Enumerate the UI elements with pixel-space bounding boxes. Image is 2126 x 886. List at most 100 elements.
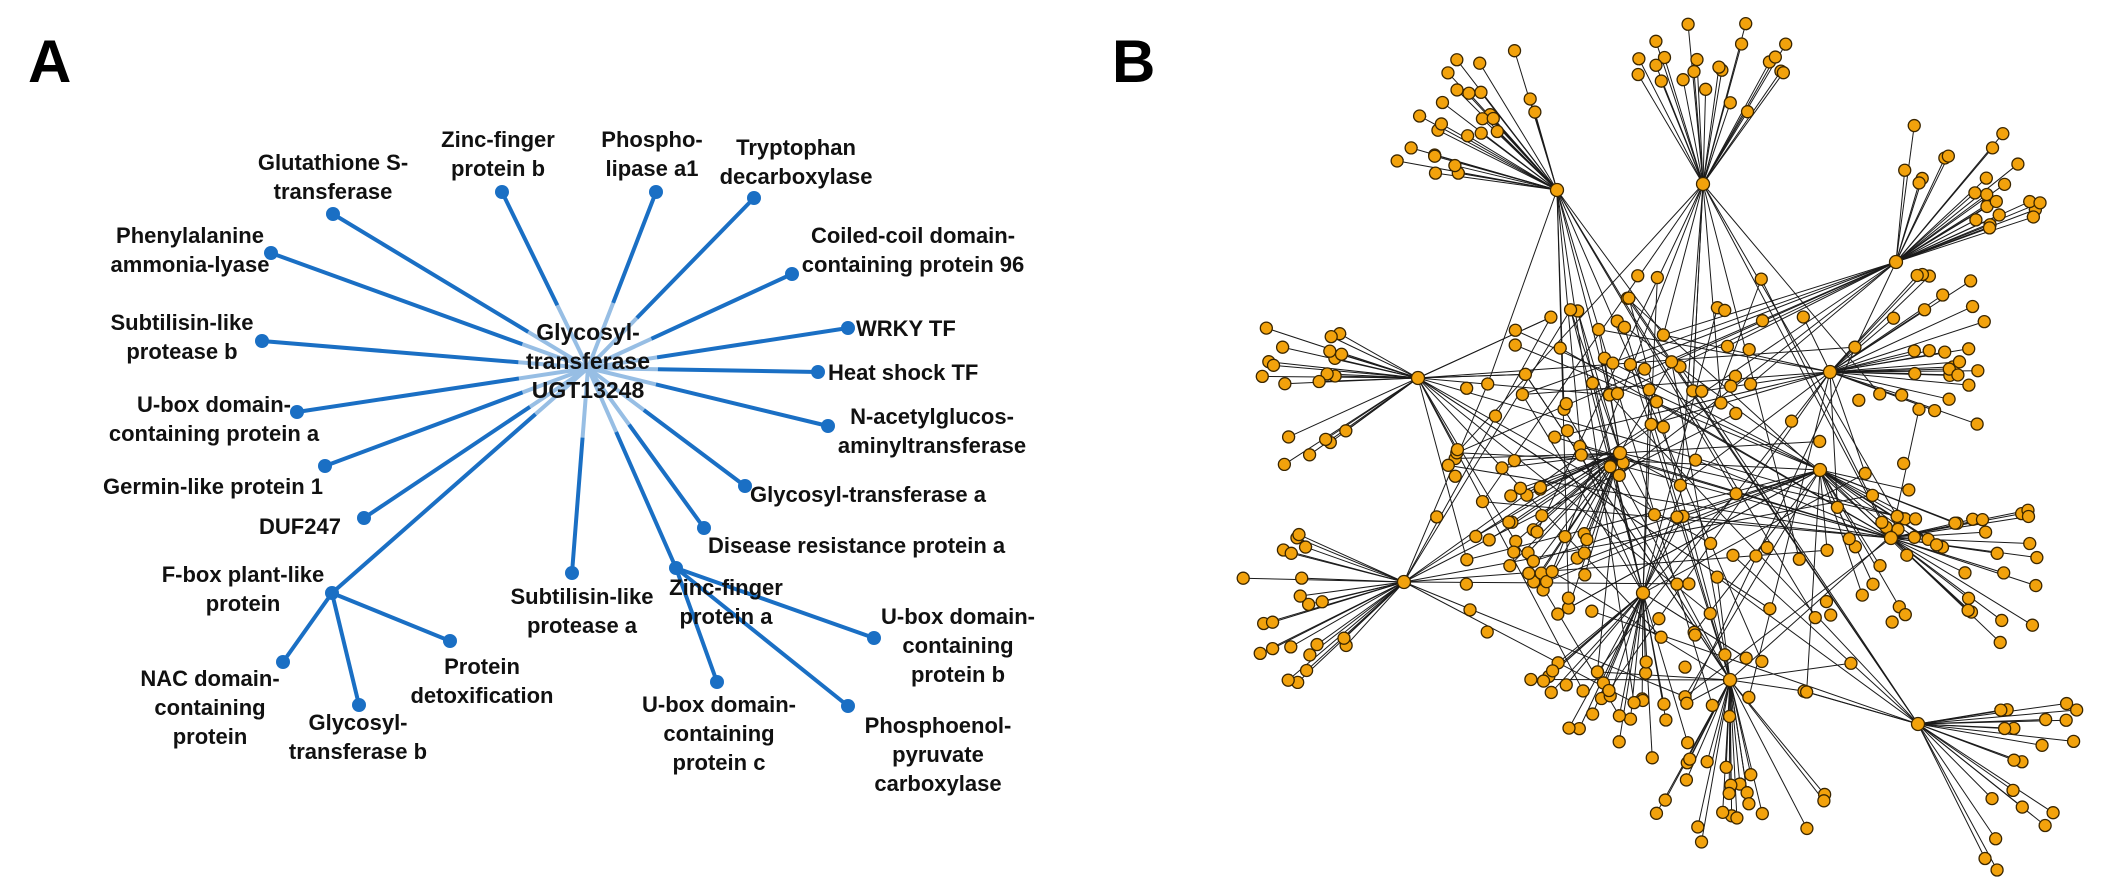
node-b-inner[interactable] (1544, 310, 1558, 324)
node-b-leaf[interactable] (1448, 158, 1462, 173)
node-b-leaf[interactable] (2059, 696, 2074, 711)
node-b-inner[interactable] (1481, 377, 1495, 391)
node-b-inner[interactable] (1670, 577, 1684, 591)
node-b-leaf[interactable] (1776, 66, 1791, 80)
node-b-leaf[interactable] (1978, 851, 1992, 866)
node-b-leaf[interactable] (1961, 603, 1975, 618)
node-b-leaf[interactable] (1509, 534, 1523, 549)
node-b-inner[interactable] (1463, 603, 1477, 617)
node-b-leaf[interactable] (1462, 86, 1476, 100)
node-b-inner[interactable] (1898, 607, 1912, 622)
node-b-inner[interactable] (1603, 460, 1617, 474)
node-b-leaf[interactable] (1545, 664, 1560, 678)
node-b-leaf[interactable] (1817, 794, 1831, 808)
node-b-inner[interactable] (1606, 356, 1620, 370)
node-b-inner[interactable] (1703, 606, 1717, 621)
node-b-leaf[interactable] (1428, 149, 1442, 163)
node-b-inner[interactable] (1585, 376, 1600, 390)
node-b-inner[interactable] (1688, 453, 1703, 467)
node-b-leaf[interactable] (1917, 303, 1932, 317)
node-b-leaf[interactable] (1997, 177, 2012, 191)
node-b-leaf[interactable] (1927, 403, 1942, 418)
node-zincfinger_a[interactable] (669, 561, 683, 575)
node-b-leaf[interactable] (1299, 663, 1314, 678)
node-b-leaf[interactable] (1997, 721, 2012, 736)
node-b-leaf[interactable] (1929, 538, 1944, 552)
node-b-inner[interactable] (1652, 612, 1666, 626)
node-b-leaf[interactable] (1942, 392, 1956, 406)
node-b-leaf[interactable] (1504, 489, 1518, 503)
node-b-inner[interactable] (1749, 549, 1763, 563)
node-subtilisin_a[interactable] (565, 566, 579, 580)
node-b-inner[interactable] (1754, 272, 1768, 286)
node-b-leaf[interactable] (1275, 340, 1290, 354)
node-b-leaf[interactable] (1253, 646, 1267, 661)
node-b-leaf[interactable] (2006, 783, 2020, 798)
node-b-inner[interactable] (1488, 409, 1503, 423)
node-b-leaf[interactable] (1612, 735, 1626, 749)
node-b-inner[interactable] (1705, 698, 1720, 713)
node-b-inner[interactable] (1545, 564, 1559, 579)
node-b-inner[interactable] (1459, 381, 1474, 395)
node-b-leaf[interactable] (1473, 56, 1487, 70)
node-b-leaf[interactable] (1649, 34, 1663, 48)
node-b-inner[interactable] (1654, 630, 1668, 644)
node-b-leaf[interactable] (2026, 210, 2041, 224)
node-b-inner[interactable] (1808, 610, 1822, 625)
node-b-inner[interactable] (1824, 608, 1838, 622)
node-b-leaf[interactable] (1886, 311, 1901, 325)
node-b-leaf[interactable] (1528, 105, 1542, 119)
node-b-inner[interactable] (1742, 690, 1756, 705)
node-ubox_a[interactable] (290, 405, 304, 419)
node-b-inner[interactable] (1553, 341, 1567, 355)
node-b-leaf[interactable] (1730, 811, 1744, 825)
node-b-leaf[interactable] (1996, 127, 2010, 141)
node-b-inner[interactable] (1873, 387, 1887, 401)
node-b-leaf[interactable] (1900, 548, 1914, 562)
node-b-leaf[interactable] (1676, 73, 1690, 87)
node-b-inner[interactable] (1895, 388, 1909, 402)
node-tryptophan[interactable] (747, 191, 761, 205)
node-b-leaf[interactable] (1580, 532, 1594, 547)
node-b-leaf[interactable] (1645, 751, 1659, 765)
node-b-inner[interactable] (1548, 430, 1562, 444)
node-b-inner[interactable] (1590, 665, 1605, 679)
node-b-leaf[interactable] (1908, 512, 1923, 526)
node-b-leaf[interactable] (1292, 527, 1306, 542)
node-b-leaf[interactable] (1320, 367, 1334, 381)
node-b-leaf[interactable] (1681, 17, 1695, 31)
node-b-leaf[interactable] (2023, 536, 2037, 551)
node-b-inner[interactable] (1539, 575, 1554, 589)
node-b-inner[interactable] (1763, 602, 1777, 616)
node-b-leaf[interactable] (1657, 697, 1671, 711)
node-phospholipase[interactable] (649, 185, 663, 199)
node-b-inner[interactable] (1760, 540, 1774, 555)
node-b-leaf[interactable] (2025, 618, 2040, 632)
node-b-leaf[interactable] (1712, 60, 1726, 74)
node-b-leaf[interactable] (1755, 806, 1769, 821)
node-b-inner[interactable] (1585, 604, 1599, 618)
node-b-inner[interactable] (1680, 696, 1694, 710)
node-b-inner[interactable] (1695, 384, 1709, 398)
node-b-leaf[interactable] (1337, 631, 1351, 645)
node-b-leaf[interactable] (1585, 707, 1600, 721)
node-b-inner[interactable] (1742, 342, 1756, 357)
node-b-hub[interactable] (1695, 176, 1711, 192)
node-b-leaf[interactable] (1428, 166, 1443, 180)
node-b-leaf[interactable] (1578, 568, 1592, 582)
node-b-leaf[interactable] (1562, 721, 1576, 735)
node-b-leaf[interactable] (1694, 835, 1709, 849)
node-b-leaf[interactable] (1965, 299, 1980, 314)
node-b-leaf[interactable] (1323, 344, 1337, 358)
node-b-leaf[interactable] (1281, 673, 1295, 687)
node-b-leaf[interactable] (1990, 546, 2004, 560)
node-b-leaf[interactable] (1982, 221, 1997, 235)
node-b-hub[interactable] (1722, 672, 1738, 688)
node-b-leaf[interactable] (1490, 124, 1504, 139)
node-b-leaf[interactable] (2038, 818, 2052, 833)
node-b-leaf[interactable] (1951, 368, 1965, 382)
node-b-leaf[interactable] (1318, 432, 1333, 447)
node-b-inner[interactable] (1673, 478, 1688, 492)
node-b-leaf[interactable] (1265, 641, 1280, 656)
node-b-inner[interactable] (1813, 434, 1827, 449)
